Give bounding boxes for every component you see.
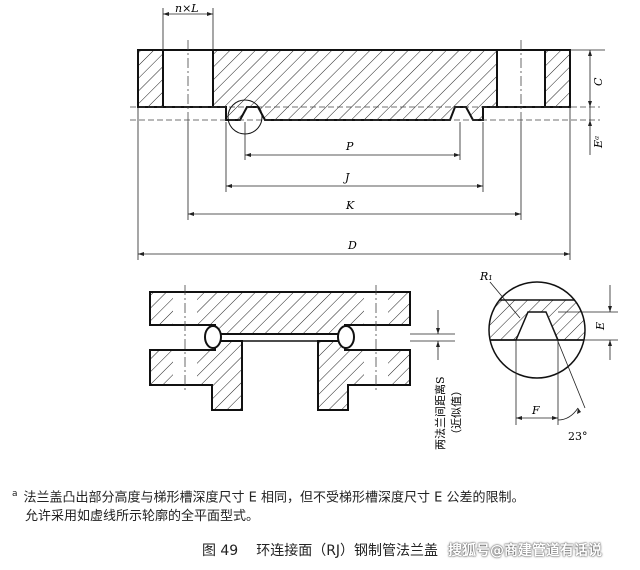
footnote-marker: a (12, 489, 18, 499)
flange-assembly (149, 285, 455, 411)
label-s-line1: 两法兰间距离S (433, 376, 447, 450)
label-k: K (345, 199, 355, 212)
label-s-line2: （近似值） (450, 385, 463, 440)
label-p: P (345, 140, 354, 153)
flange-body-right (544, 49, 571, 108)
label-d: D (347, 239, 357, 252)
groove-detail (488, 281, 618, 425)
label-c: C (592, 77, 605, 86)
label-e: E (594, 322, 607, 331)
label-j: J (343, 171, 350, 184)
ring-gasket-left (204, 325, 222, 349)
dim-c-ea (570, 49, 605, 155)
footnote-text-2: 允许采用如虚线所示轮廓的全平面型式。 (25, 509, 260, 524)
figure-caption: 图 49 环连接面（RJ）钢制管法兰盖 (0, 540, 640, 560)
label-r1: R₁ (479, 270, 493, 283)
dim-d (137, 107, 571, 260)
ring-gasket-right (337, 325, 355, 349)
flange-drawing: n×L C Eᵃ P J K D (130, 2, 618, 450)
label-nl: n×L (175, 2, 199, 15)
label-ea: Eᵃ (592, 136, 605, 149)
dim-nl (162, 8, 214, 50)
footnote-line-2: 允许采用如虚线所示轮廓的全平面型式。 (25, 506, 640, 527)
flange-body-left (137, 49, 164, 108)
footnote-text-1: 法兰盖凸出部分高度与梯形槽深度尺寸 E 相同，但不受梯形槽深度尺寸 E 公差的限… (23, 490, 525, 506)
label-f: F (531, 404, 540, 417)
dim-p (244, 122, 461, 160)
figure-number: 图 49 (201, 543, 239, 559)
dim-k (187, 122, 522, 220)
label-angle: 23° (568, 430, 588, 443)
watermark: 搜狐号@商建管道有话说 (448, 543, 602, 559)
blind-flange-section (130, 40, 600, 135)
figure-title: 环连接面（RJ）钢制管法兰盖 (256, 543, 439, 559)
dim-j (225, 122, 484, 192)
footnote-line-1: a 法兰盖凸出部分高度与梯形槽深度尺寸 E 相同，但不受梯形槽深度尺寸 E 公差的… (12, 484, 632, 508)
flange-body-center (212, 49, 498, 121)
